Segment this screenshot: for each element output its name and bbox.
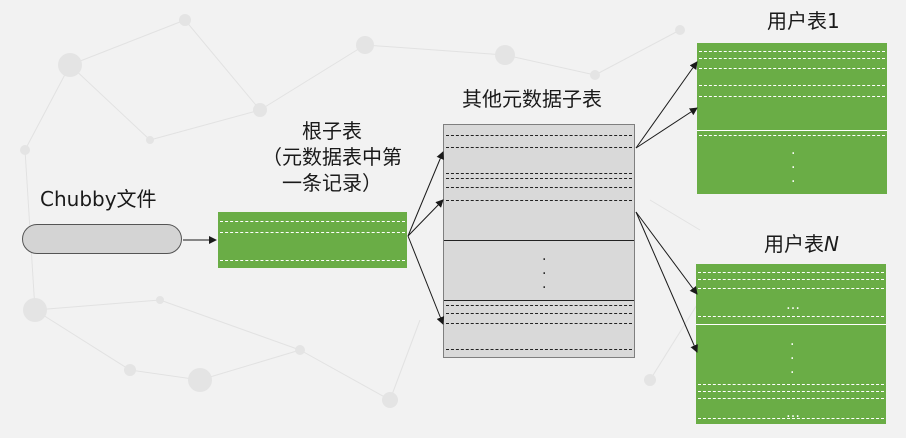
user-table-n: … · · · … — [696, 264, 886, 424]
user-table-n-row-separator — [698, 279, 884, 280]
root-tablet-row-separator — [220, 232, 405, 233]
root-tablet-label-line2: （元数据表中第 — [262, 145, 402, 169]
user-table-1-divider — [697, 130, 887, 131]
root-tablet-label-line1: 根子表 — [302, 119, 362, 143]
user-table-1-row-separator — [699, 96, 885, 97]
user-table-n-label-var: N — [824, 232, 839, 256]
root-tablet-label: 根子表 （元数据表中第 一条记录） — [242, 118, 422, 196]
metadata-row-separator — [446, 200, 632, 201]
user-table-n-row-separator — [698, 316, 884, 317]
user-table-n-row-separator — [698, 418, 884, 419]
metadata-row-separator — [446, 305, 632, 306]
metadata-group-divider — [444, 300, 634, 301]
metadata-row-separator — [446, 147, 632, 148]
user-table-1-row-separator — [699, 135, 885, 136]
metadata-row-separator — [446, 313, 632, 314]
metadata-group-divider — [444, 240, 634, 241]
user-table-n-row-separator — [698, 398, 884, 399]
metadata-row-separator — [446, 178, 632, 179]
root-tablet-row-separator — [220, 260, 405, 261]
user-table-n-row-separator — [698, 391, 884, 392]
user-table-n-label: 用户表N — [764, 231, 839, 257]
root-tablet-row-separator — [220, 221, 405, 222]
root-tablet-table — [218, 212, 407, 268]
user-table-n-horizontal-ellipsis-top: … — [786, 297, 800, 313]
user-table-1-row-separator — [699, 51, 885, 52]
user-table-n-divider — [696, 324, 886, 325]
metadata-vertical-ellipsis: · · · — [542, 252, 547, 296]
user-table-1: · · · — [697, 43, 887, 194]
metadata-tablets-table: · · · — [443, 124, 635, 358]
metadata-row-separator — [446, 323, 632, 324]
user-table-n-row-separator — [698, 272, 884, 273]
root-tablet-label-line3: 一条记录） — [282, 171, 382, 195]
user-table-1-row-separator — [699, 85, 885, 86]
user-table-n-row-separator — [698, 288, 884, 289]
user-table-n-label-prefix: 用户表 — [764, 232, 824, 256]
user-table-n-horizontal-ellipsis-bottom: … — [786, 405, 800, 421]
metadata-row-separator — [446, 349, 632, 350]
user-table-1-row-separator — [699, 68, 885, 69]
user-table-1-vertical-ellipsis: · · · — [791, 146, 796, 190]
metadata-tablets-label: 其他元数据子表 — [462, 87, 602, 111]
user-table-1-label: 用户表1 — [767, 9, 840, 33]
chubby-file-label: Chubby文件 — [40, 187, 157, 211]
metadata-row-separator — [446, 187, 632, 188]
metadata-row-separator — [446, 135, 632, 136]
metadata-row-separator — [446, 173, 632, 174]
user-table-n-row-separator — [698, 384, 884, 385]
user-table-1-row-separator — [699, 58, 885, 59]
chubby-file-node — [22, 224, 182, 254]
user-table-n-vertical-ellipsis: · · · — [790, 337, 795, 381]
